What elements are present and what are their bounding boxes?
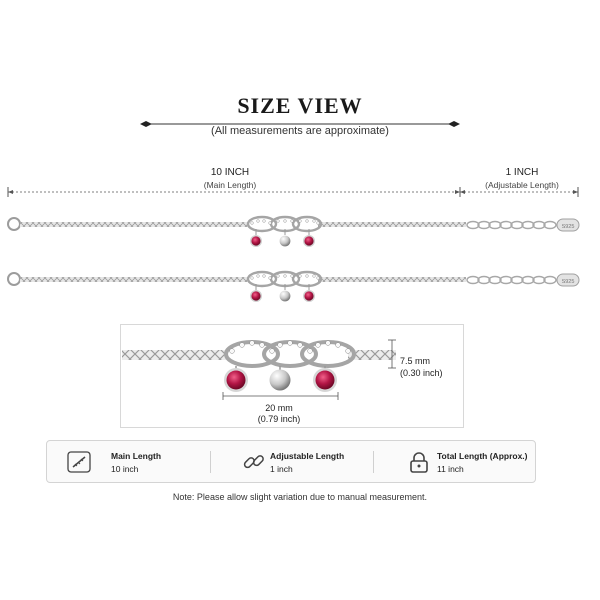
info-total-length-value: 11 inch — [437, 464, 464, 474]
charm-width-inch: (0.79 inch) — [257, 414, 301, 424]
silver-stamp: S925 — [562, 279, 575, 285]
info-main-length-label: Main Length — [111, 451, 162, 461]
charm-height-mm: 7.5 mm — [400, 356, 431, 366]
info-adjustable-length-label: Adjustable Length — [270, 451, 345, 461]
ruler-icon — [67, 451, 91, 473]
main-length-value: 10 INCH — [210, 167, 250, 178]
bracelet-top: S925 — [7, 215, 580, 247]
info-divider — [210, 451, 211, 473]
lock-icon — [410, 452, 428, 473]
bracelet-bottom: S925 — [7, 270, 580, 302]
measurement-note: Note: Please allow slight variation due … — [172, 492, 428, 502]
info-main-length: Main Length 10 inch — [47, 441, 210, 482]
page-subtitle: (All measurements are approximate) — [211, 125, 389, 137]
page-title: SIZE VIEW — [237, 93, 363, 118]
main-length-caption: (Main Length) — [203, 180, 257, 190]
info-adjustable-length-value: 1 inch — [270, 464, 293, 474]
info-adjustable-length: Adjustable Length 1 inch — [222, 441, 385, 482]
info-main-length-text: Main Length 10 inch — [111, 450, 161, 476]
info-divider — [373, 451, 374, 473]
charm-height-label: 7.5 mm (0.30 inch) — [400, 355, 443, 379]
title-divider — [140, 121, 460, 127]
info-total-length: Total Length (Approx.) 11 inch — [387, 441, 535, 482]
info-panel: Main Length 10 inch Adjustable Length 1 … — [46, 440, 536, 483]
charm-closeup — [122, 339, 396, 400]
info-total-length-label: Total Length (Approx.) — [437, 451, 528, 461]
charm-height-inch: (0.30 inch) — [400, 368, 443, 378]
chain-link-icon — [243, 455, 264, 469]
charm-width-mm: 20 mm — [265, 403, 293, 413]
adjustable-length-label: 1 INCH (Adjustable Length) — [462, 167, 582, 190]
info-adjustable-length-text: Adjustable Length 1 inch — [270, 450, 344, 476]
dimension-line — [7, 187, 579, 197]
detail-frame — [120, 324, 464, 428]
adjustable-length-value: 1 INCH — [505, 167, 539, 178]
info-total-length-text: Total Length (Approx.) 11 inch — [437, 450, 528, 476]
silver-stamp: S925 — [562, 224, 575, 230]
adjustable-length-caption: (Adjustable Length) — [485, 180, 559, 190]
charm-width-label: 20 mm (0.79 inch) — [240, 403, 318, 425]
info-main-length-value: 10 inch — [111, 464, 139, 474]
main-length-label: 10 INCH (Main Length) — [160, 167, 300, 190]
